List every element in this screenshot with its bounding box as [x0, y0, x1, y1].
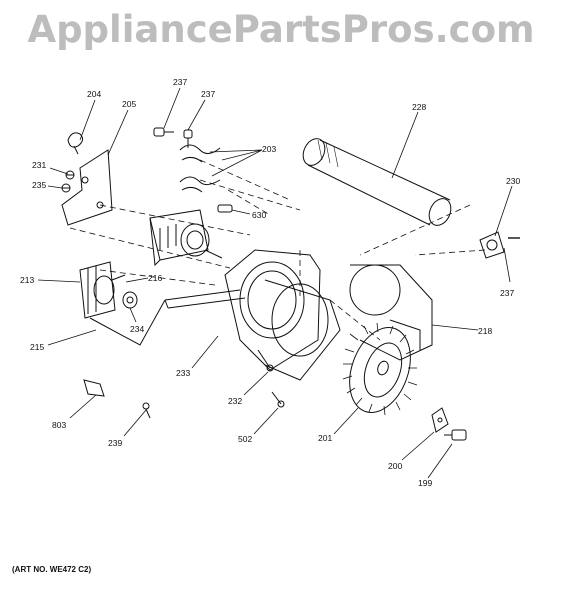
callout-203: 203 [262, 144, 276, 154]
dashed-guide-lines [69, 159, 486, 341]
callout-200: 200 [388, 461, 402, 471]
callout-199: 199 [418, 478, 432, 488]
part-216-pulley [111, 274, 126, 281]
callout-237-b: 237 [201, 89, 215, 99]
callout-201: 201 [318, 433, 332, 443]
callout-215: 215 [30, 342, 44, 352]
callout-232: 232 [228, 396, 242, 406]
callout-228: 228 [412, 102, 426, 112]
part-215-rod [89, 299, 166, 346]
part-204-clip [67, 132, 84, 155]
part-213-idler [79, 261, 116, 319]
part-232-screw [257, 349, 274, 372]
callout-233: 233 [176, 368, 190, 378]
callout-216: 216 [148, 273, 162, 283]
callout-204: 204 [87, 89, 101, 99]
watermark: AppliancePartsPros.com [27, 8, 535, 51]
callout-230: 230 [506, 176, 520, 186]
part-231-screw [65, 170, 75, 180]
part-228-duct [302, 138, 452, 226]
callout-231: 231 [32, 160, 46, 170]
callout-218: 218 [478, 326, 492, 336]
callout-239: 239 [108, 438, 122, 448]
part-239-screw [142, 402, 151, 419]
part-235-screw [61, 183, 71, 193]
part-201-blower-wheel [342, 322, 418, 416]
callout-237-c: 237 [500, 288, 514, 298]
part-218-blower-housing [349, 264, 433, 361]
part-205-bracket [61, 149, 113, 226]
part-502-screw [271, 391, 285, 408]
callout-803: 803 [52, 420, 66, 430]
leader-lines [37, 87, 513, 479]
part-199-bolt [444, 429, 467, 441]
part-237-screw-a [153, 127, 174, 137]
art-number: (ART NO. WE472 C2) [12, 565, 92, 574]
callout-235: 235 [32, 180, 46, 190]
part-234-pulley [122, 291, 138, 309]
callout-237-a: 237 [173, 77, 187, 87]
callout-502: 502 [238, 434, 252, 444]
part-233-housing [164, 249, 341, 381]
motor [149, 209, 223, 267]
part-630-small [217, 204, 233, 213]
part-803-clip [83, 379, 105, 397]
part-230-thermostat [479, 231, 520, 259]
part-200-bracket [431, 407, 449, 433]
callout-234: 234 [130, 324, 144, 334]
callout-630: 630 [252, 210, 266, 220]
callout-213: 213 [20, 275, 34, 285]
callout-205: 205 [122, 99, 136, 109]
